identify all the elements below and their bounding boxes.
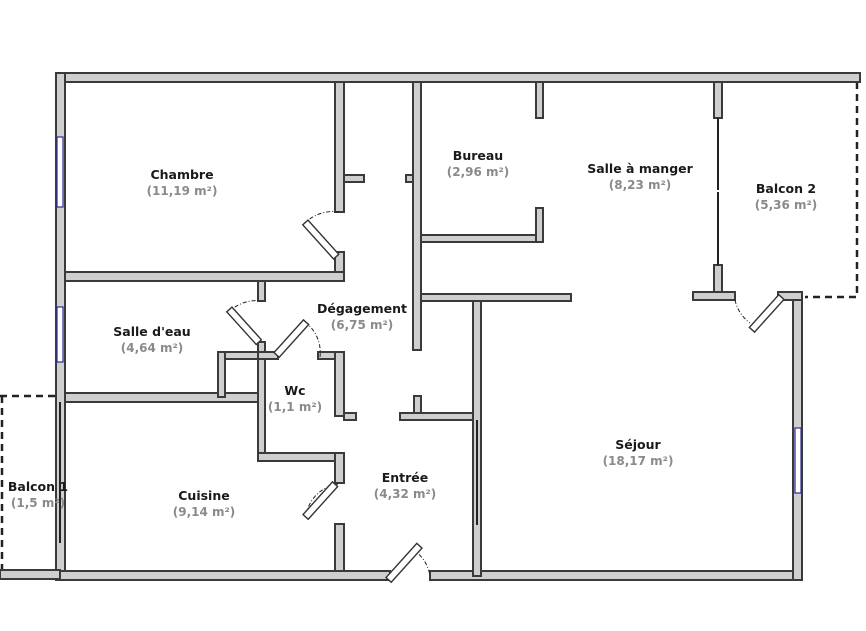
room-name: Séjour — [615, 437, 661, 452]
room-label-degagement: Dégagement (6,75 m²) — [317, 300, 407, 334]
room-name: Balcon 2 — [755, 181, 817, 196]
windows — [56, 118, 802, 543]
room-area: (9,14 m²) — [172, 505, 236, 519]
room-area: (4,32 m²) — [373, 487, 437, 501]
room-name: Wc — [284, 383, 306, 398]
room-name: Balcon 1 — [7, 479, 69, 494]
room-label-chambre: Chambre (11,19 m²) — [147, 166, 218, 200]
room-area: (5,36 m²) — [754, 198, 818, 212]
room-name: Dégagement — [316, 301, 408, 316]
room-name: Bureau — [452, 148, 504, 163]
room-area: (18,17 m²) — [602, 454, 674, 468]
room-name: Salle à manger — [587, 161, 693, 176]
room-name: Cuisine — [178, 488, 230, 503]
room-name: Entrée — [381, 470, 429, 485]
room-area: (6,75 m²) — [330, 318, 394, 332]
room-area: (1,1 m²) — [267, 400, 323, 414]
room-name: Chambre — [150, 167, 214, 182]
room-label-salle-a-manger: Salle à manger (8,23 m²) — [587, 160, 693, 194]
room-label-balcon-2: Balcon 2 (5,36 m²) — [755, 180, 818, 214]
room-label-entree: Entrée (4,32 m²) — [374, 469, 437, 503]
room-area: (1,5 m²) — [10, 496, 66, 510]
room-area: (8,23 m²) — [608, 178, 672, 192]
room-label-bureau: Bureau (2,96 m²) — [447, 147, 510, 181]
room-label-balcon-1: Balcon 1 (1,5 m²) — [8, 478, 68, 512]
room-area: (2,96 m²) — [446, 165, 510, 179]
doors — [225, 211, 785, 584]
room-label-sejour: Séjour (18,17 m²) — [603, 436, 674, 470]
room-label-salle-d-eau: Salle d'eau (4,64 m²) — [113, 323, 190, 357]
room-label-wc: Wc (1,1 m²) — [268, 382, 322, 416]
room-label-cuisine: Cuisine (9,14 m²) — [173, 487, 236, 521]
balcony-outlines — [0, 82, 859, 572]
room-area: (4,64 m²) — [120, 341, 184, 355]
room-name: Salle d'eau — [113, 324, 191, 339]
room-area: (11,19 m²) — [146, 184, 218, 198]
